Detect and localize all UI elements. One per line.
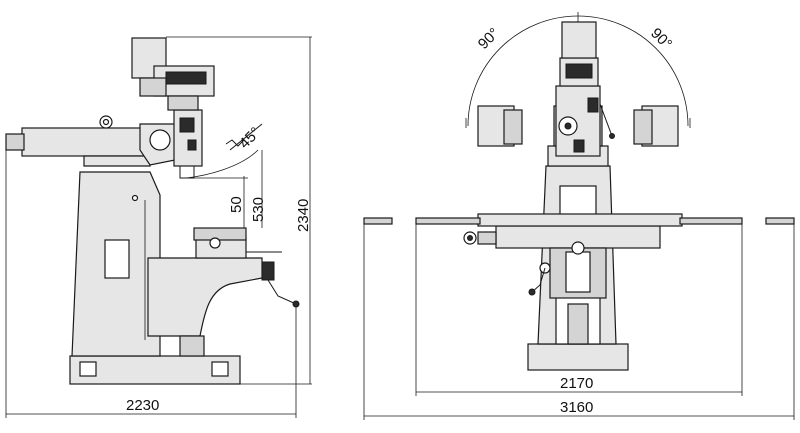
- side-feed-crank: [267, 279, 297, 305]
- side-dim-travel: 530: [250, 197, 267, 222]
- side-angle-marker: [229, 123, 263, 151]
- side-table-end: [193, 227, 247, 241]
- side-knee-foot: [179, 335, 205, 357]
- front-table-extension-left: [415, 217, 481, 225]
- side-dim-height: 2340: [295, 199, 312, 232]
- side-knee: [147, 257, 263, 337]
- side-dim-width: 2230: [126, 397, 159, 414]
- side-saddle: [195, 237, 247, 259]
- front-base: [527, 343, 629, 371]
- side-dim-min: 50: [228, 196, 245, 213]
- side-turret: [83, 155, 151, 167]
- side-view: 45° 50 530 2340 2230: [5, 36, 312, 418]
- side-angle-label: 45°: [236, 124, 264, 152]
- front-motor: [561, 21, 597, 59]
- front-table-extension-right: [679, 217, 743, 225]
- front-view: 90° 90° 2170 3160: [363, 12, 795, 420]
- side-base-pocket-left: [79, 361, 97, 377]
- front-dim-outer-width: 3160: [560, 399, 593, 416]
- front-swivel-right-label: 90°: [647, 25, 675, 53]
- side-table-handwheel: [209, 237, 221, 249]
- side-column-bolt: [131, 194, 139, 202]
- side-ram-end: [5, 133, 25, 151]
- front-swivel-left-label: 90°: [475, 25, 503, 53]
- side-column-panel: [104, 239, 130, 279]
- front-dim-inner-width: 2170: [560, 375, 593, 392]
- side-ram: [21, 127, 151, 157]
- front-table: [477, 213, 683, 227]
- side-base-pocket-right: [211, 361, 229, 377]
